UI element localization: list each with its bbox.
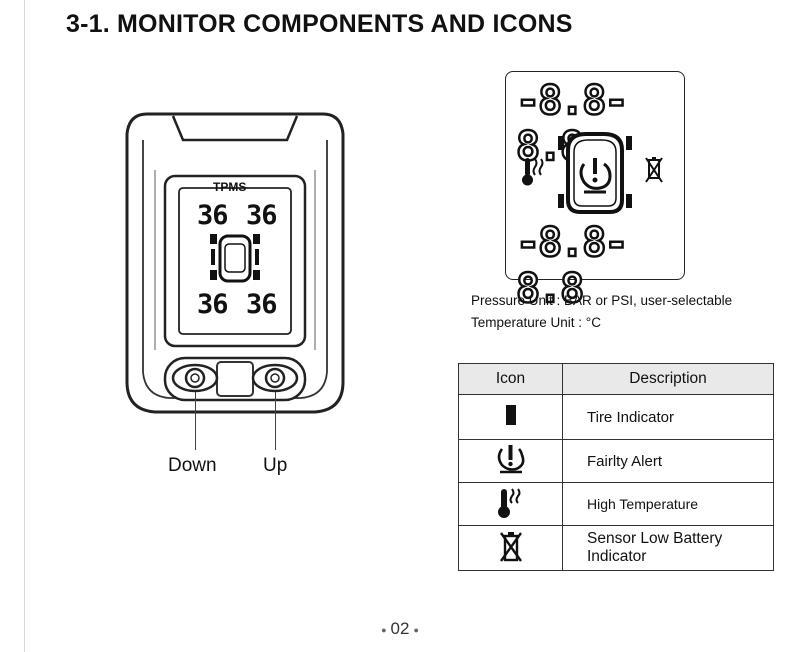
- table-row: High Temperature: [458, 482, 774, 526]
- bottom-segment-readout: -8.8-8.8: [515, 219, 630, 314]
- full-segment-display: -8.8-8.8 -8.8-8.8: [505, 71, 685, 313]
- row-description: Sensor Low Battery Indicator: [562, 525, 774, 571]
- icon-legend-table: Icon Description Tire Indicator Fairlty …: [458, 363, 774, 571]
- down-button-label: Down: [168, 455, 217, 476]
- tire-indicator-icon: [505, 405, 516, 425]
- reading-front-left: 36: [197, 200, 229, 231]
- display-icons-drawing: [522, 132, 663, 214]
- reading-front-right: 36: [246, 200, 278, 231]
- bullet-left-icon: ●: [381, 624, 387, 635]
- lcd-tpms-label: TPMS: [213, 180, 247, 194]
- row-description-line-2: Indicator: [587, 548, 647, 565]
- description-column-header: Description: [562, 363, 774, 395]
- table-row: Fairlty Alert: [458, 439, 774, 483]
- page-number-footer: ●02●: [0, 619, 800, 639]
- icon-column-header: Icon: [458, 363, 563, 395]
- low-battery-icon: [499, 532, 522, 562]
- up-button-label: Up: [263, 455, 288, 476]
- reading-rear-right: 36: [246, 289, 278, 320]
- page-number: 02: [390, 619, 410, 638]
- page-left-rule: [24, 0, 25, 652]
- down-leader-line: [195, 392, 196, 450]
- fault-alert-icon: [497, 445, 524, 474]
- temperature-unit-note: Temperature Unit : °C: [471, 315, 601, 330]
- row-description-line-1: Sensor Low Battery: [587, 530, 723, 547]
- bullet-right-icon: ●: [413, 624, 419, 635]
- battery-display-icon: [645, 157, 663, 183]
- table-header-row: Icon Description: [458, 363, 774, 395]
- device-body-drawing: [125, 112, 345, 414]
- row-description: High Temperature: [562, 482, 774, 526]
- thermometer-icon: [522, 158, 544, 186]
- page-title: 3-1. MONITOR COMPONENTS AND ICONS: [66, 10, 573, 38]
- row-description: Fairlty Alert: [562, 439, 774, 483]
- up-leader-line: [275, 392, 276, 450]
- high-temperature-icon: [497, 488, 520, 518]
- row-description: Tire Indicator: [562, 394, 774, 440]
- pressure-unit-note: Pressure Unit : BAR or PSI, user-selecta…: [471, 293, 733, 308]
- fault-alert-display-icon: [579, 158, 612, 194]
- reading-rear-left: 36: [197, 289, 229, 320]
- table-row: Tire Indicator: [458, 394, 774, 440]
- table-row: Sensor Low Battery Indicator: [458, 525, 774, 571]
- tpms-monitor-device: TPMS 36 36 36 36: [125, 110, 345, 415]
